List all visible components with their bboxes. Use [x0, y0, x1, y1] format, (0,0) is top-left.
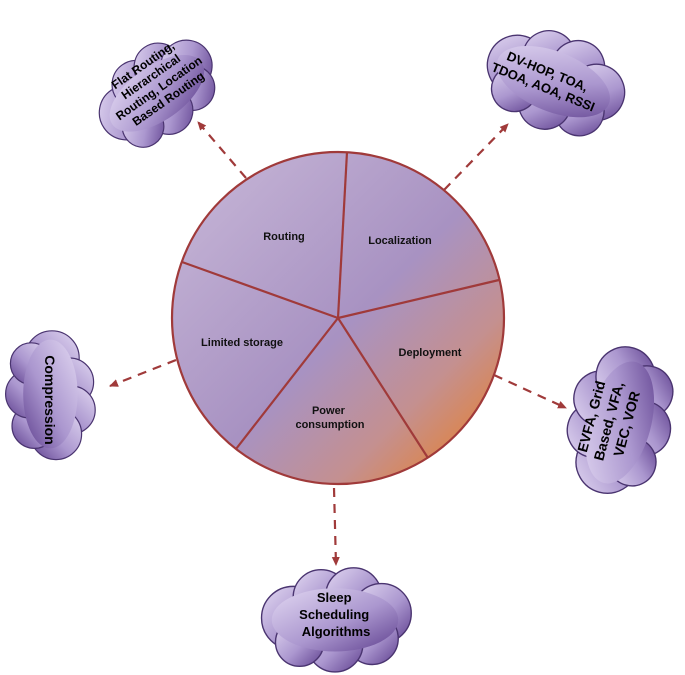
deployment-cloud-text: EVFA, Grid Based, VFA, VEC, VOR [573, 372, 645, 467]
storage-cloud-text: Compression [42, 355, 58, 444]
arrow-deployment [493, 374, 567, 409]
segment-power-line: Power [312, 405, 346, 417]
storage-cloud: Compression [4, 330, 96, 461]
arrow-power [331, 487, 340, 566]
cloud-line: Compression [42, 355, 58, 444]
power-cloud: Sleep Scheduling Algorithms [260, 567, 412, 673]
routing-cloud: Flat Routing, Hierarchical Routing, Loca… [78, 18, 237, 167]
segment-localization-label: Localization [368, 235, 432, 247]
localization-cloud: DV-HOP, TOA, TDOA, AOA, RSSI [469, 9, 640, 156]
segment-deployment-label: Deployment [399, 347, 462, 359]
cloud-line: Sleep [317, 590, 352, 605]
power-cloud-text: Sleep Scheduling Algorithms [299, 590, 373, 639]
segment-routing-label: Routing [263, 231, 305, 243]
arrow-localization [443, 123, 509, 191]
cloud-line: Algorithms [302, 624, 371, 639]
segment-storage-label: Limited storage [201, 337, 283, 349]
segment-power-label: Power consumption [295, 405, 364, 431]
arrow-storage [109, 358, 177, 388]
connector-arrows [109, 121, 567, 566]
cloud-line: Scheduling [299, 607, 369, 622]
deployment-cloud: EVFA, Grid Based, VFA, VEC, VOR [550, 335, 685, 507]
arrow-routing [197, 121, 247, 179]
center-disc: Routing Localization Deployment Power co… [170, 150, 506, 486]
segment-power-line: consumption [295, 419, 364, 431]
